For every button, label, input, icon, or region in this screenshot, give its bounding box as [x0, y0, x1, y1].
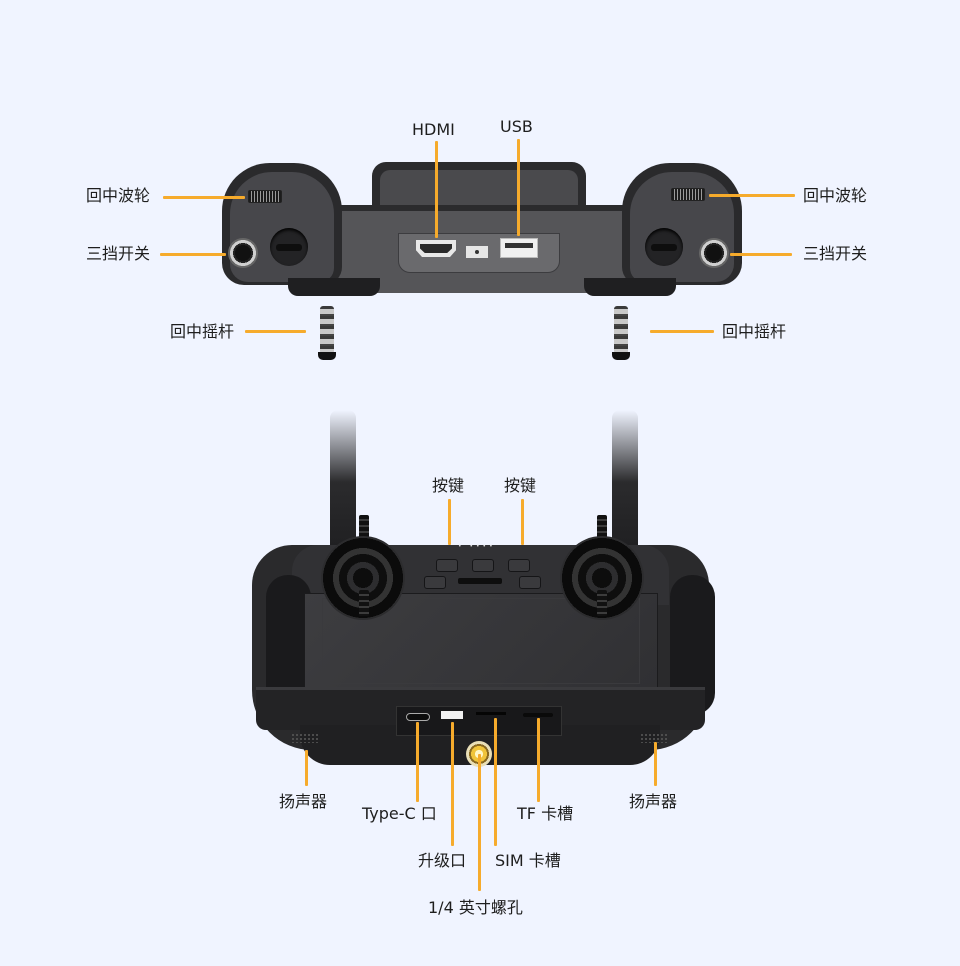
return-stick-left-cap [318, 352, 336, 360]
callout-line-screw-hole [478, 754, 481, 891]
rear-foot-left [288, 278, 380, 296]
return-wheel-left [248, 190, 282, 203]
callout-line-type-c [416, 722, 419, 802]
sim-slot [476, 712, 506, 715]
callout-line-switch-left [160, 253, 226, 256]
callout-line-stick-left [245, 330, 306, 333]
tf-slot [523, 713, 553, 717]
label-upgrade-port: 升级口 [418, 851, 467, 870]
return-stick-right [614, 306, 628, 354]
key-up [436, 559, 458, 572]
label-stick-right: 回中摇杆 [722, 322, 787, 341]
three-position-switch-left [228, 238, 258, 268]
upgrade-port [441, 711, 463, 719]
callout-line-hdmi [435, 141, 438, 238]
return-stick-left [320, 306, 334, 354]
label-screw-hole: 1/4 英寸螺孔 [428, 898, 523, 917]
callout-line-key-left [448, 499, 451, 545]
label-switch-left: 三挡开关 [86, 244, 151, 263]
key-home [424, 576, 446, 589]
joystick-left-reflection [359, 590, 369, 616]
label-type-c: Type-C 口 [362, 804, 437, 823]
return-wheel-right [671, 188, 705, 201]
indicator-light [466, 246, 488, 258]
label-usb: USB [500, 117, 533, 136]
rear-dial-right [645, 228, 683, 266]
key-play [519, 576, 541, 589]
label-key-left: 按键 [432, 476, 465, 495]
usb-port [500, 238, 538, 258]
rear-display-hump-face [380, 170, 578, 210]
return-stick-right-cap [612, 352, 630, 360]
label-return-wheel-right: 回中波轮 [803, 186, 868, 205]
label-return-wheel-left: 回中波轮 [86, 186, 151, 205]
rear-foot-right [584, 278, 676, 296]
hdmi-port-inner [420, 244, 452, 253]
callout-line-stick-right [650, 330, 714, 333]
callout-line-wheel-right [709, 194, 795, 197]
callout-line-usb [517, 139, 520, 236]
callout-line-wheel-left [163, 196, 245, 199]
callout-line-speaker-left [305, 750, 308, 786]
bottom-port-panel [396, 706, 562, 736]
joystick-right-reflection [597, 590, 607, 616]
touch-screen-inner [322, 598, 640, 684]
label-tf-slot: TF 卡槽 [517, 804, 574, 823]
label-sim-slot: SIM 卡槽 [495, 851, 561, 870]
battery-indicator-dots: • •••• [458, 543, 496, 550]
callout-line-upgrade-port [451, 722, 454, 846]
label-speaker-left: 扬声器 [279, 792, 328, 811]
speaker-grille-right [640, 733, 668, 743]
key-user [508, 559, 530, 572]
front-dial [458, 578, 502, 584]
callout-line-sim-slot [494, 718, 497, 846]
callout-line-tf-slot [537, 718, 540, 802]
rear-dial-left [270, 228, 308, 266]
key-mode [472, 559, 494, 572]
type-c-port [406, 713, 430, 721]
label-key-right: 按键 [504, 476, 537, 495]
label-stick-left: 回中摇杆 [170, 322, 235, 341]
label-hdmi: HDMI [412, 120, 455, 139]
callout-line-speaker-right [654, 742, 657, 786]
callout-line-switch-right [730, 253, 792, 256]
callout-line-key-right [521, 499, 524, 545]
label-speaker-right: 扬声器 [629, 792, 678, 811]
label-switch-right: 三挡开关 [803, 244, 868, 263]
three-position-switch-right [699, 238, 729, 268]
speaker-grille-left [291, 733, 319, 743]
